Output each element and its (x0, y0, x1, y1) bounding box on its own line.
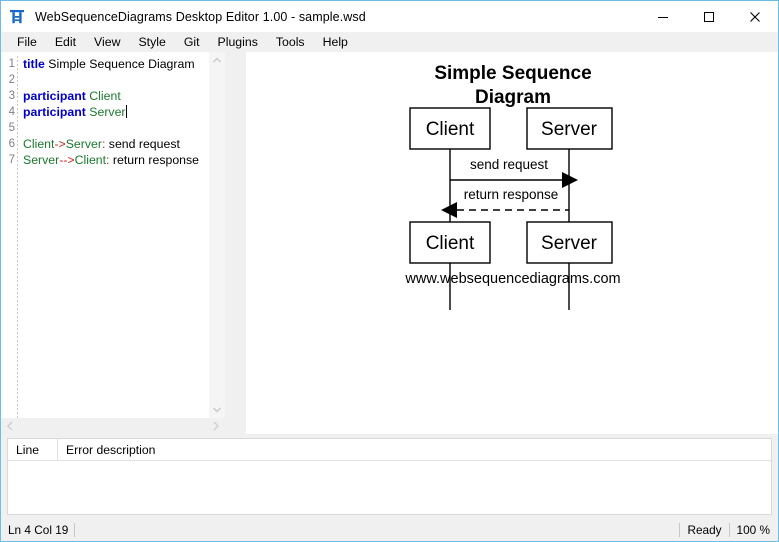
menu-item-view[interactable]: View (94, 34, 121, 49)
menu-item-help[interactable]: Help (322, 34, 348, 49)
menu-item-git[interactable]: Git (183, 34, 200, 49)
line-number: 4 (8, 106, 15, 118)
menu-item-tools[interactable]: Tools (275, 34, 305, 49)
participant-box-server-top (526, 107, 613, 150)
chevron-left-icon (7, 421, 13, 431)
code-editor-body[interactable]: 1 2 3 4 5 6 7 title Simple Sequence Diag… (1, 52, 225, 418)
maximize-icon (704, 11, 714, 22)
sequence-diagram: Simple Sequence Diagram Client Server se… (404, 63, 621, 310)
code-line (23, 120, 225, 136)
arrowhead-send-request (562, 172, 578, 188)
line-number: 7 (8, 154, 15, 166)
code-line: participant Client (23, 88, 225, 104)
window-title: WebSequenceDiagrams Desktop Editor 1.00 … (35, 9, 366, 24)
close-icon (750, 11, 760, 22)
code-token-name: Server (65, 137, 102, 151)
gutter-separator (17, 56, 18, 418)
code-token-text: return response (109, 153, 200, 167)
close-button[interactable] (732, 1, 778, 32)
participant-label-client-bottom: Client (426, 233, 475, 254)
line-number: 1 (8, 58, 15, 70)
diagram-preview-pane[interactable]: Simple Sequence Diagram Client Server se… (246, 52, 778, 434)
code-token-name: Client (89, 89, 121, 103)
error-list-rows (8, 461, 771, 514)
minimize-button[interactable] (640, 1, 686, 32)
line-number: 5 (8, 122, 15, 134)
diagram-footer-url: www.websequencediagrams.com (404, 271, 620, 287)
code-token-arrow: --> (59, 153, 75, 167)
status-bar: Ln 4 Col 19 Ready 100 % (1, 519, 778, 541)
arrowhead-return-response (441, 202, 457, 218)
line-number: 3 (8, 90, 15, 102)
menu-item-plugins[interactable]: Plugins (217, 34, 258, 49)
message-label-send-request: send request (470, 157, 548, 172)
title-bar: WebSequenceDiagrams Desktop Editor 1.00 … (1, 1, 778, 32)
code-token-arrow: : (101, 137, 106, 151)
line-number: 6 (8, 138, 15, 150)
code-token-arrow: -> (54, 137, 66, 151)
minimize-icon (658, 16, 668, 18)
code-token-name: Client (23, 137, 55, 151)
code-token-name: Server (89, 105, 126, 119)
window-controls (640, 1, 778, 32)
diagram-title-line2: Diagram (475, 87, 551, 108)
code-line (23, 72, 225, 88)
error-list[interactable]: Line Error description (7, 438, 772, 515)
error-panel: Line Error description (1, 434, 778, 519)
code-token-arrow: : (106, 153, 110, 167)
column-header-error-description[interactable]: Error description (66, 442, 156, 457)
chevron-right-icon (213, 421, 219, 431)
line-number: 2 (8, 74, 15, 86)
code-token-kw: participant (23, 89, 86, 103)
line-number-gutter: 1 2 3 4 5 6 7 (1, 52, 17, 418)
editor-horizontal-scrollbar[interactable] (1, 418, 225, 434)
code-line: title Simple Sequence Diagram (23, 56, 225, 72)
code-line: participant Server (23, 104, 225, 120)
participant-label-server-top: Server (541, 119, 598, 140)
participant-label-server-bottom: Server (541, 233, 598, 254)
code-text-area[interactable]: title Simple Sequence Diagram participant… (18, 52, 225, 418)
menu-item-file[interactable]: File (17, 34, 37, 49)
text-caret (125, 105, 127, 118)
chevron-up-icon (212, 57, 222, 63)
participant-box-client-top (409, 107, 491, 150)
status-cursor-position: Ln 4 Col 19 (6, 523, 76, 537)
menu-item-edit[interactable]: Edit (54, 34, 77, 49)
code-token-name: Client (74, 153, 107, 167)
status-state: Ready (680, 523, 730, 537)
wsd-app-icon (8, 8, 26, 26)
code-token-kw: title (23, 57, 45, 71)
editor-vertical-scrollbar[interactable] (209, 52, 225, 418)
code-token-name: Server (23, 153, 60, 167)
participant-box-server-bottom (526, 221, 613, 264)
pane-splitter[interactable] (225, 52, 246, 434)
code-line: Server-->Client: return response (23, 152, 225, 168)
status-zoom-level: 100 % (736, 523, 770, 537)
code-editor-pane: 1 2 3 4 5 6 7 title Simple Sequence Diag… (1, 52, 225, 434)
menu-item-style[interactable]: Style (138, 34, 166, 49)
chevron-down-icon (212, 407, 222, 413)
column-header-line[interactable]: Line (8, 439, 58, 460)
status-spacer (75, 523, 681, 537)
diagram-title-line1: Simple Sequence (434, 63, 591, 84)
participant-label-client-top: Client (426, 119, 475, 140)
participant-box-client-bottom (409, 221, 491, 264)
code-line: Client->Server: send request (23, 136, 225, 152)
code-token-kw: participant (23, 105, 86, 119)
menu-bar: File Edit View Style Git Plugins Tools H… (1, 32, 778, 52)
code-token-text: Simple Sequence Diagram (44, 57, 195, 71)
main-split-area: 1 2 3 4 5 6 7 title Simple Sequence Diag… (1, 52, 778, 434)
message-label-return-response: return response (464, 187, 559, 202)
maximize-button[interactable] (686, 1, 732, 32)
code-token-text: send request (105, 137, 180, 151)
error-list-header: Line Error description (8, 439, 771, 461)
